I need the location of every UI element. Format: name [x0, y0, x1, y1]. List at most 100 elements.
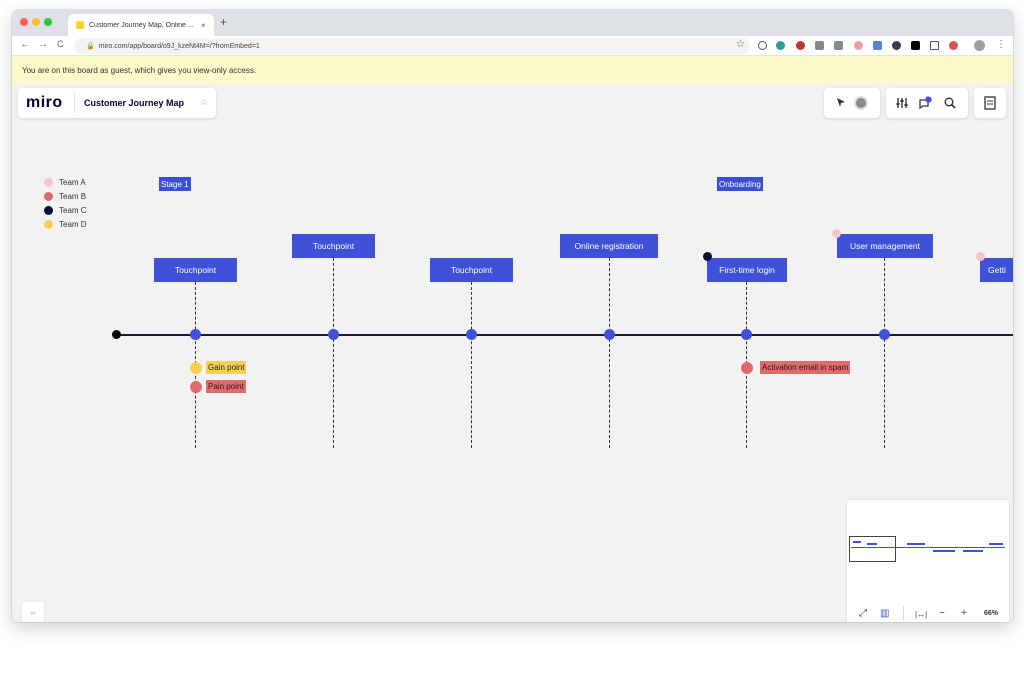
timeline-node[interactable] — [879, 329, 890, 340]
touchpoint-connector — [609, 258, 610, 448]
miro-logo[interactable]: miro — [26, 94, 63, 111]
minimap-viewport-frame[interactable] — [849, 536, 896, 562]
fullscreen-icon[interactable]: ⤢ — [859, 608, 867, 619]
maximize-window-icon[interactable] — [44, 18, 52, 26]
minimap-timeline — [851, 547, 1005, 548]
extension-info-icon[interactable] — [758, 41, 767, 50]
activation-email-dot — [741, 362, 753, 374]
zoom-in-button[interactable]: + — [961, 608, 967, 619]
board-tools-toolbar: 9 — [886, 88, 968, 118]
minimap-panel: ⤢ ▥ |↔| − + 66% — [847, 500, 1009, 622]
tab-title: Customer Journey Map, Online ... — [89, 21, 194, 29]
touchpoint-card[interactable]: Touchpoint — [292, 234, 375, 258]
search-icon[interactable] — [944, 97, 956, 109]
lock-icon: 🔒 — [86, 43, 95, 50]
browser-tab[interactable]: Customer Journey Map, Online ... × — [68, 14, 214, 36]
miro-favicon-icon — [76, 21, 84, 29]
touchpoint-card[interactable]: First-time login — [707, 258, 787, 282]
extension-iq-icon[interactable] — [873, 41, 882, 50]
board-title[interactable]: Customer Journey Map — [84, 98, 185, 108]
team-b-dot-icon — [44, 192, 53, 201]
tab-close-icon[interactable]: × — [201, 20, 206, 30]
extension-play-icon[interactable] — [911, 41, 920, 50]
minimap-mark — [963, 550, 983, 552]
timeline-node[interactable] — [604, 329, 615, 340]
banner-text: You are on this board as guest, which gi… — [22, 65, 257, 75]
extension-crop-icon[interactable] — [930, 41, 939, 50]
touchpoint-card[interactable]: Touchpoint — [430, 258, 513, 282]
timeline-node[interactable] — [190, 329, 201, 340]
minimap-mark — [853, 541, 861, 543]
touchpoint-connector — [333, 258, 334, 448]
minimap-divider — [903, 606, 904, 620]
minimap-mark — [907, 543, 925, 545]
star-board-icon[interactable]: ☆ — [200, 97, 209, 107]
fit-to-screen-icon[interactable]: |↔| — [915, 610, 928, 619]
notification-count: 9 — [928, 93, 931, 99]
avatar-icon[interactable] — [854, 96, 868, 110]
minimize-window-icon[interactable] — [32, 18, 40, 26]
extension-gray-icon[interactable] — [815, 41, 824, 50]
zoom-out-button[interactable]: − — [939, 608, 945, 619]
back-button[interactable]: ← — [20, 39, 30, 50]
header-divider — [74, 93, 75, 113]
zoom-level[interactable]: 66% — [984, 610, 999, 617]
extension-teal-icon[interactable] — [776, 41, 785, 50]
browser-menu-icon[interactable]: ⋮ — [996, 39, 1006, 50]
extension-shield-icon[interactable] — [949, 41, 958, 50]
pain-point-dot — [190, 381, 202, 393]
collaboration-toolbar — [824, 88, 880, 118]
settings-sliders-icon[interactable] — [896, 97, 908, 109]
browser-window: Customer Journey Map, Online ... × + ← →… — [12, 10, 1013, 622]
journey-timeline — [116, 334, 1013, 336]
touchpoint-card[interactable]: Online registration — [560, 234, 658, 258]
new-tab-button[interactable]: + — [220, 15, 228, 29]
touchpoint-connector — [884, 258, 885, 448]
gain-point-note[interactable]: Gain point — [206, 361, 247, 374]
team-a-marker — [832, 229, 841, 238]
stage-label[interactable]: Onboarding — [717, 177, 763, 191]
minimap-mark — [933, 550, 955, 552]
gain-point-dot — [190, 362, 202, 374]
minimap-mark — [867, 543, 877, 545]
extension-dark-icon[interactable] — [892, 41, 901, 50]
notes-icon[interactable] — [984, 96, 996, 110]
address-bar-row: ← → C 🔒 miro.com/app/board/o9J_kzeNt4M=/… — [12, 36, 1013, 56]
cursor-icon[interactable] — [836, 97, 846, 109]
minimap-mark — [989, 543, 1003, 545]
pain-point-note[interactable]: Pain point — [206, 380, 246, 393]
timeline-node[interactable] — [741, 329, 752, 340]
team-d-dot-icon — [44, 220, 53, 229]
expand-panel-button[interactable]: ›› — [22, 602, 44, 622]
legend-item-team-b: Team B — [44, 192, 86, 201]
legend-label: Team D — [59, 220, 87, 229]
team-c-dot-icon — [44, 206, 53, 215]
bookmark-star-icon[interactable]: ☆ — [736, 39, 745, 50]
guest-access-banner: You are on this board as guest, which gi… — [12, 56, 1013, 84]
extension-link-icon[interactable] — [834, 41, 843, 50]
url-text: miro.com/app/board/o9J_kzeNt4M=/?fromEmb… — [98, 42, 260, 50]
board-header: miro Customer Journey Map ☆ — [18, 88, 216, 118]
timeline-node[interactable] — [466, 329, 477, 340]
board-canvas[interactable]: miro Customer Journey Map ☆ 9 Team A Tea… — [12, 84, 1013, 622]
legend-label: Team B — [59, 192, 87, 201]
stage-label[interactable]: Stage 1 — [159, 177, 191, 191]
profile-avatar-icon[interactable] — [974, 40, 985, 51]
comments-icon[interactable] — [918, 96, 932, 110]
touchpoint-card[interactable]: User management — [837, 234, 933, 258]
extension-pink-icon[interactable] — [854, 41, 863, 50]
legend-item-team-d: Team D — [44, 220, 87, 229]
close-window-icon[interactable] — [20, 18, 28, 26]
reload-button[interactable]: C — [57, 39, 64, 49]
extension-red-icon[interactable] — [796, 41, 805, 50]
touchpoint-card[interactable]: Getti — [980, 258, 1013, 282]
forward-button[interactable]: → — [38, 39, 48, 50]
activation-email-note[interactable]: Activation email in spam — [760, 361, 851, 374]
touchpoint-card[interactable]: Touchpoint — [154, 258, 237, 282]
timeline-start-marker — [112, 330, 121, 339]
url-field[interactable]: 🔒 miro.com/app/board/o9J_kzeNt4M=/?fromE… — [74, 38, 750, 54]
team-a-dot-icon — [44, 178, 53, 187]
timeline-node[interactable] — [328, 329, 339, 340]
team-c-marker — [703, 252, 712, 261]
map-toggle-icon[interactable]: ▥ — [880, 608, 890, 619]
